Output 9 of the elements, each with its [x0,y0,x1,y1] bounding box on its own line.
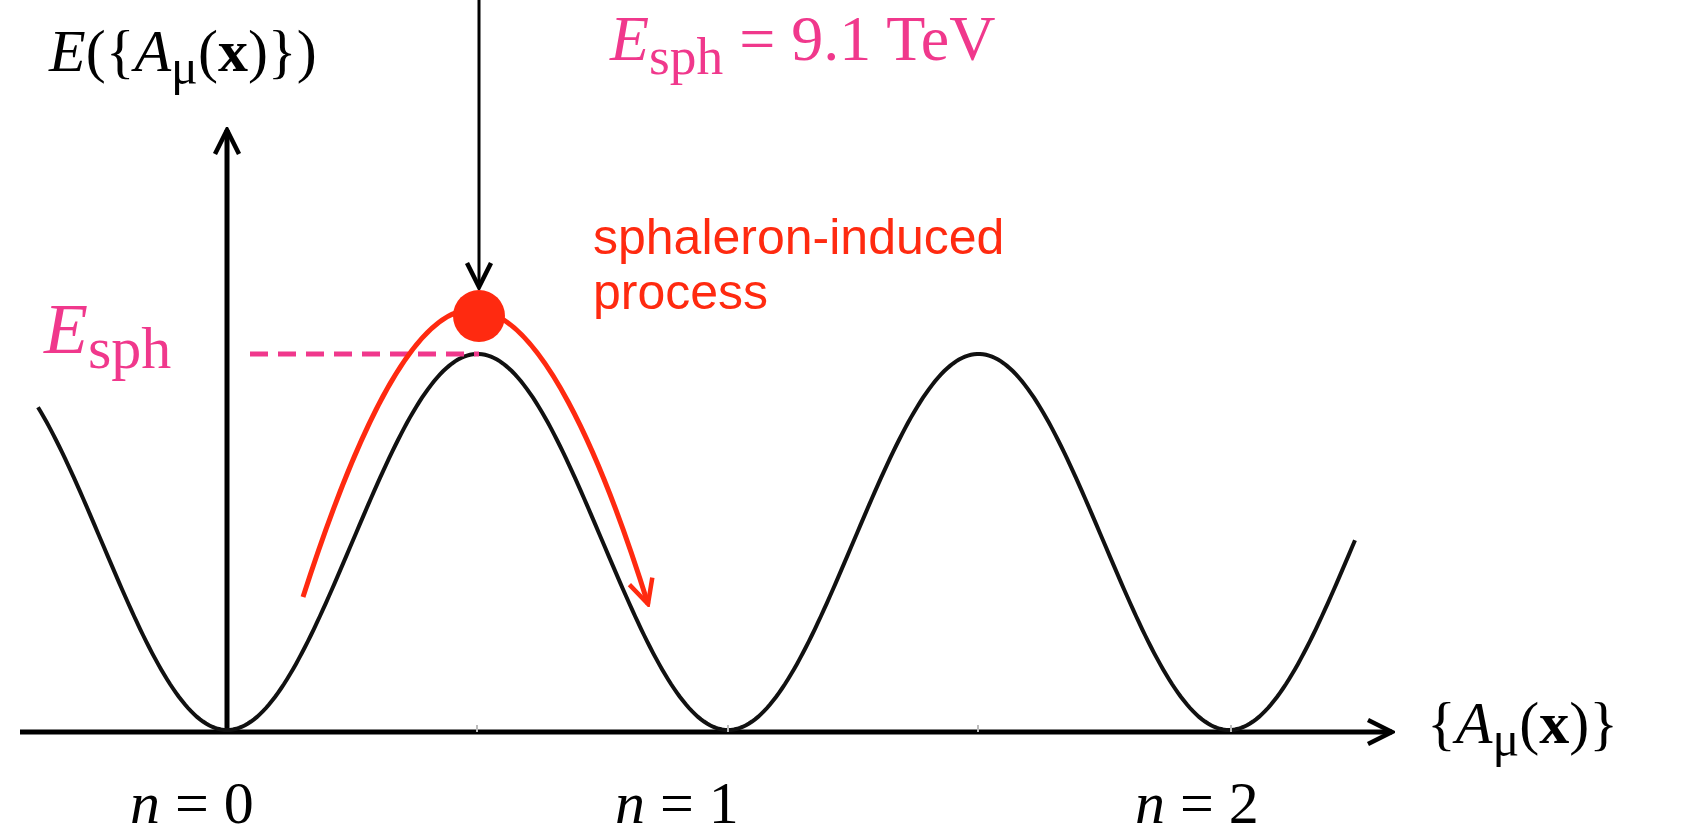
process-label: sphaleron-induced process [593,210,1006,320]
winding-number-label: n = 0 [130,770,254,836]
energy-level-label: E$_{sph}$ [44,290,172,382]
arrow [464,0,494,290]
energy-value: E$_{sph}$ = 9.1 TeV [610,4,996,86]
axis-label: E({A$_{μ}$(x)}) [49,18,317,95]
winding-number-label: n = 2 [1135,770,1259,836]
winding-number-label: n = 1 [615,770,739,836]
axis-label: {A$_{μ}$(x)} [1427,690,1619,767]
